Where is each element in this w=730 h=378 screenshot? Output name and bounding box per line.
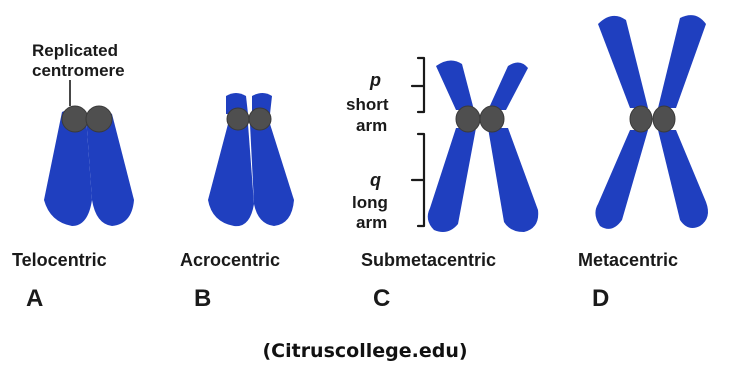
q-arm-left xyxy=(428,128,476,232)
telocentric-chromosome xyxy=(44,106,134,226)
type-label-telocentric: Telocentric xyxy=(12,250,107,270)
p-label: p xyxy=(369,70,381,90)
centromere-right xyxy=(480,106,504,132)
replicated-centromere-label-line1: Replicated xyxy=(32,41,118,60)
q-arm-right xyxy=(488,128,538,232)
long-arm-left xyxy=(208,124,254,226)
centromere-left xyxy=(62,106,88,132)
centromere-right xyxy=(249,108,271,130)
submetacentric-chromosome xyxy=(428,60,538,232)
letter-d: D xyxy=(592,285,609,312)
replicated-centromere-label-line2: centromere xyxy=(32,61,125,80)
q-arm-bracket xyxy=(412,134,424,226)
centromere-left xyxy=(227,108,249,130)
letter-c: C xyxy=(373,285,390,312)
centromere-right xyxy=(653,106,675,132)
metacentric-chromosome xyxy=(595,15,708,229)
type-label-acrocentric: Acrocentric xyxy=(180,250,280,270)
long-arm-right xyxy=(250,124,294,226)
q-arm-right xyxy=(658,130,708,228)
type-label-metacentric: Metacentric xyxy=(578,250,678,270)
centromere-right xyxy=(86,106,112,132)
centromere-left xyxy=(456,106,480,132)
acrocentric-chromosome xyxy=(208,93,294,226)
letter-b: B xyxy=(194,285,211,312)
long-arm-label-line2: arm xyxy=(356,213,387,232)
short-arm-label-line1: short xyxy=(346,95,389,114)
p-arm-bracket xyxy=(412,58,424,112)
source-credit: (Citruscollege.edu) xyxy=(0,340,730,362)
p-arm-left xyxy=(598,16,648,108)
letter-a: A xyxy=(26,285,43,312)
p-arm-right xyxy=(488,62,528,110)
type-label-submetacentric: Submetacentric xyxy=(361,250,496,270)
long-arm-label-line1: long xyxy=(352,193,388,212)
q-arm-left xyxy=(595,130,648,229)
centromere-left xyxy=(630,106,652,132)
p-arm-right xyxy=(658,15,706,108)
p-arm-left xyxy=(436,60,474,110)
short-arm-label-line2: arm xyxy=(356,116,387,135)
q-label: q xyxy=(370,170,381,190)
